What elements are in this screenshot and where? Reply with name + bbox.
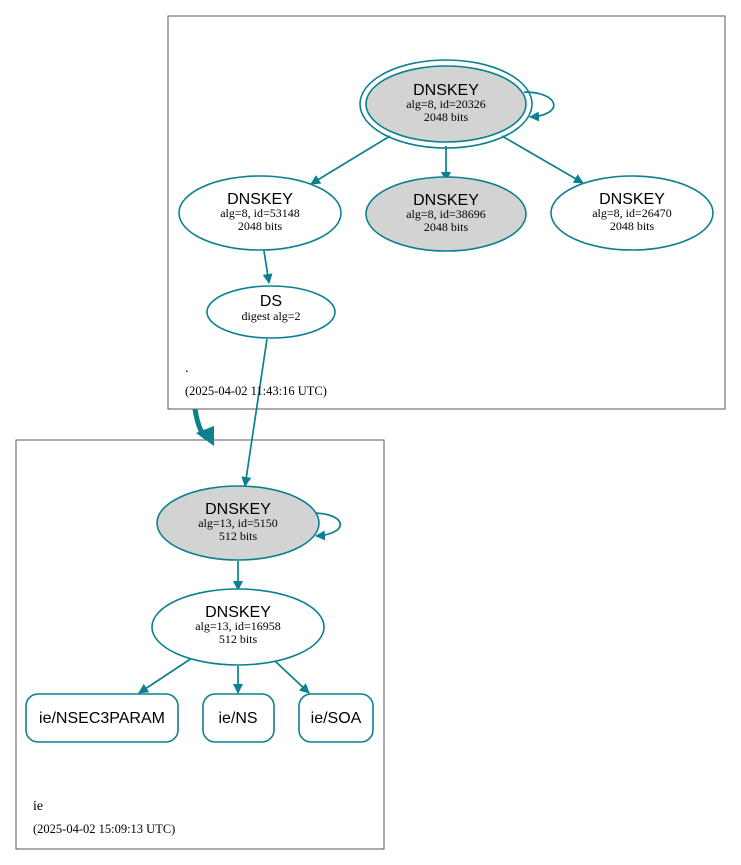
node-ds: DS digest alg=2: [206, 285, 336, 339]
edge-ksk20326-to-zsk53148: [310, 135, 391, 185]
node-rrset-nsec3param: ie/NSEC3PARAM: [25, 693, 179, 743]
node-rrset-ns: ie/NS: [202, 693, 275, 743]
node-key-size: 2048 bits: [424, 110, 469, 124]
edge-zsk53148-to-ds: [262, 250, 273, 284]
node-dnskey-5150: DNSKEY alg=13, id=5150 512 bits: [156, 485, 320, 561]
node-algorithm-id: alg=13, id=16958: [195, 619, 281, 633]
node-title: DS: [260, 293, 282, 310]
node-title: DNSKEY: [205, 501, 271, 518]
zone-label-root: .: [185, 361, 189, 376]
node-title: DNSKEY: [413, 82, 479, 99]
zone-timestamp-root: (2025-04-02 11:43:16 UTC): [185, 384, 327, 398]
edge-ksk20326-to-zsk26470: [501, 135, 584, 184]
node-title: DNSKEY: [205, 604, 271, 621]
node-key-size: 2048 bits: [610, 219, 655, 233]
node-digest-alg: digest alg=2: [241, 309, 300, 323]
node-dnskey-38696: DNSKEY alg=8, id=38696 2048 bits: [365, 176, 527, 252]
edge-ds-to-ie-ksk5150: [241, 338, 268, 487]
zone-box-ie: [15, 439, 385, 850]
node-dnskey-26470: DNSKEY alg=8, id=26470 2048 bits: [550, 175, 714, 251]
edge-zsk16958-to-soa: [274, 660, 310, 694]
zone-box-root: [167, 15, 726, 410]
zone-timestamp-ie: (2025-04-02 15:09:13 UTC): [33, 822, 175, 836]
node-algorithm-id: alg=8, id=38696: [406, 207, 486, 221]
delegation-arrowhead: [196, 426, 214, 446]
node-title: DNSKEY: [227, 191, 293, 208]
node-key-size: 512 bits: [219, 632, 258, 646]
node-algorithm-id: alg=8, id=53148: [220, 206, 300, 220]
zone-label-ie: ie: [33, 799, 43, 814]
node-algorithm-id: alg=8, id=26470: [592, 206, 672, 220]
node-algorithm-id: alg=8, id=20326: [406, 97, 486, 111]
node-title: DNSKEY: [413, 192, 479, 209]
node-rrset-soa: ie/SOA: [298, 693, 374, 743]
self-loop-root-ksk20326: [523, 91, 555, 122]
node-dnskey-16958: DNSKEY alg=13, id=16958 512 bits: [151, 588, 325, 666]
node-title: DNSKEY: [599, 191, 665, 208]
node-dnskey-20326: DNSKEY alg=8, id=20326 2048 bits: [359, 59, 533, 149]
node-title: ie/NSEC3PARAM: [39, 710, 165, 727]
self-loop-ie-ksk5150: [311, 512, 342, 541]
node-key-size: 2048 bits: [424, 220, 469, 234]
node-title: ie/NS: [218, 710, 257, 727]
node-dnskey-53148: DNSKEY alg=8, id=53148 2048 bits: [178, 175, 342, 251]
node-key-size: 2048 bits: [238, 219, 283, 233]
node-key-size: 512 bits: [219, 529, 258, 543]
node-algorithm-id: alg=13, id=5150: [198, 516, 278, 530]
edge-zsk16958-to-nsec3param: [138, 657, 193, 694]
node-title: ie/SOA: [311, 710, 362, 727]
